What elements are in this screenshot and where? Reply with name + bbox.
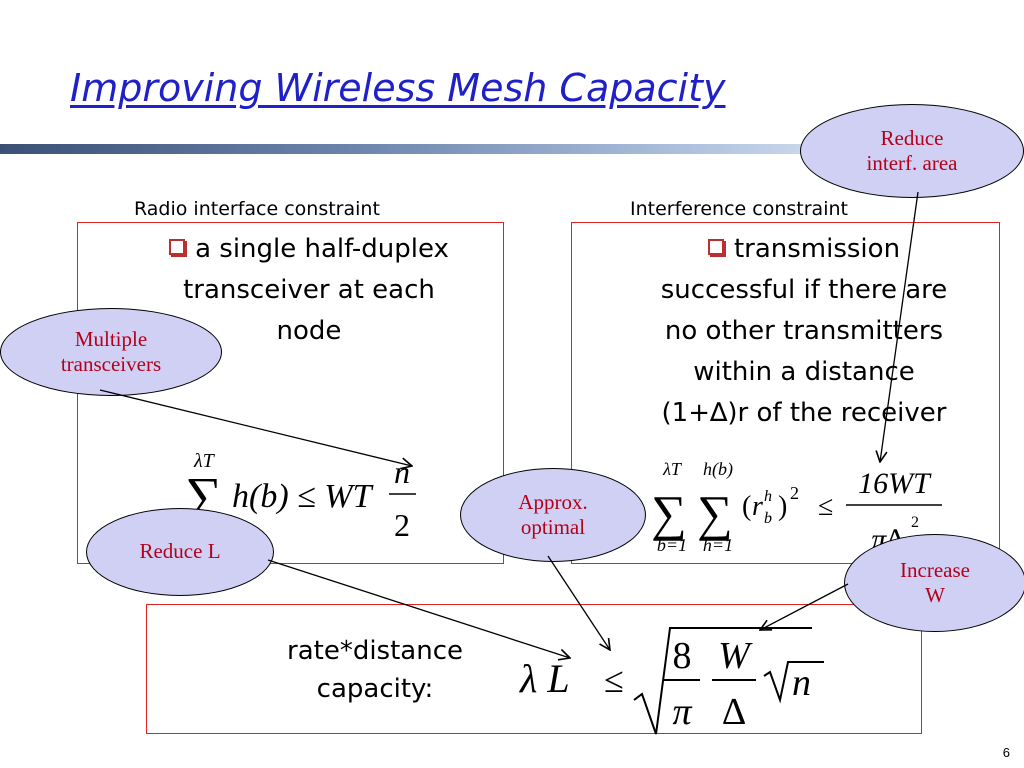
reduce-interf-area-callout: Reduce interf. area: [800, 104, 1024, 198]
sum1-lower-limit: b=1: [657, 535, 687, 555]
sum2-lower-limit: h=1: [703, 535, 733, 555]
fraction-numerator: 16WT: [858, 467, 932, 500]
fraction-denominator-exponent: 2: [911, 514, 919, 531]
interference-bullet: transmission successful if there are no …: [600, 229, 1008, 434]
fraction-denominator: 2: [394, 507, 410, 543]
interference-equation: λT ∑ b=1 h(b) ∑ h=1 ( r h b ) 2 ≤ 16WT π…: [651, 459, 942, 556]
callout-line: interf. area: [866, 151, 958, 175]
bullet-square-icon: [169, 239, 186, 255]
sum1-upper-limit: λT: [662, 459, 683, 479]
reduce-l-callout: Reduce L: [86, 508, 274, 596]
slide-title: Improving Wireless Mesh Capacity: [70, 66, 726, 110]
callout-line: Increase: [900, 557, 970, 582]
sum-symbol: ∑: [697, 485, 733, 541]
fraction2-denominator: ∆: [722, 691, 745, 733]
sum-symbol: ∑: [651, 485, 687, 541]
sum2-upper-limit: h(b): [703, 459, 733, 480]
radio-interface-label: Radio interface constraint: [124, 198, 390, 220]
callout-line: transceivers: [60, 352, 162, 376]
capacity-label-line: rate*distance: [287, 636, 463, 666]
square-exponent: 2: [790, 483, 799, 503]
title-gradient-bar: [0, 144, 1024, 154]
bullet-square-icon: [707, 239, 724, 255]
paren-open: (: [742, 491, 751, 522]
approx-optimal-callout: Approx. optimal: [460, 468, 646, 562]
bullet-line: successful if there are: [660, 275, 948, 305]
bullet-line: transceiver at each: [183, 275, 435, 305]
capacity-label: rate*distance capacity:: [250, 632, 500, 708]
callout-line: Multiple: [74, 326, 148, 351]
callout-line: optimal: [520, 515, 586, 539]
r-superscript: h: [764, 488, 772, 505]
r-subscript: b: [764, 510, 772, 527]
leq-sign: ≤: [604, 660, 624, 700]
leq-sign: ≤: [818, 491, 833, 522]
fraction1-numerator: 8: [673, 635, 692, 677]
sqrt-n-radical: [763, 661, 824, 704]
fraction1-denominator: π: [672, 691, 692, 733]
radio-interface-bullet: a single half-duplex transceiver at each…: [100, 229, 518, 352]
interference-box: [571, 222, 1000, 564]
bullet-line: transmission: [733, 234, 901, 264]
bullet-line: (1+∆)r of the receiver: [661, 398, 947, 428]
fraction-numerator: n: [394, 454, 410, 490]
capacity-label-line: capacity:: [316, 674, 434, 704]
equation-body: h(b) ≤ WT: [232, 478, 374, 515]
increase-w-callout: Increase W: [844, 534, 1024, 632]
bullet-line: node: [276, 316, 342, 346]
callout-line: Approx.: [518, 489, 588, 514]
bullet-line: within a distance: [693, 357, 915, 387]
fraction2-numerator: W: [718, 635, 753, 677]
sqrt-radical: [633, 627, 812, 735]
sqrt-n-variable: n: [792, 662, 811, 704]
interference-label: Interference constraint: [620, 198, 858, 220]
bullet-line: no other transmitters: [664, 316, 944, 346]
page-number: 6: [1002, 745, 1010, 760]
callout-line: Reduce L: [139, 539, 221, 564]
multiple-transceivers-callout: Multiple transceivers: [0, 308, 222, 396]
callout-line: W: [925, 583, 945, 607]
bullet-line: a single half-duplex: [195, 234, 449, 264]
r-variable: r: [752, 491, 763, 522]
lambda-l: λ L: [519, 656, 570, 701]
capacity-equation: λ L ≤ 8 π W ∆ n: [519, 627, 824, 735]
callout-line: Reduce: [880, 125, 944, 150]
paren-close: ): [778, 491, 787, 522]
